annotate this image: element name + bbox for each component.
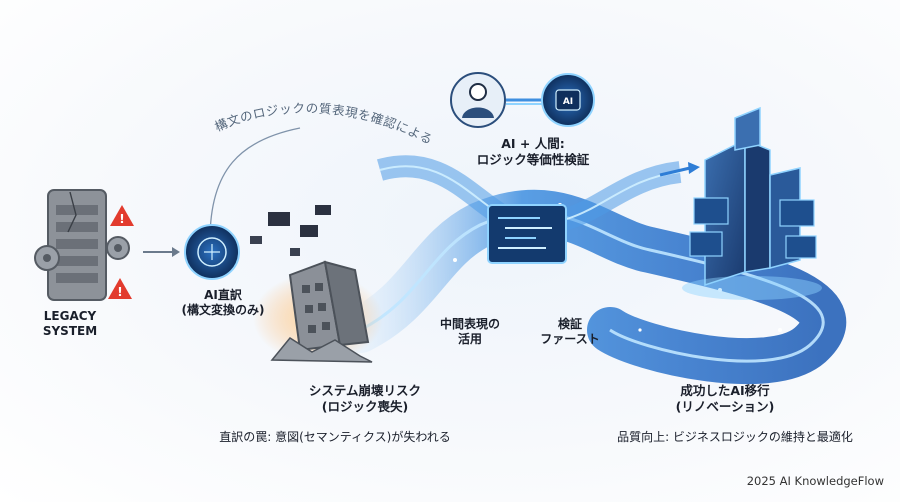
ai-direct-label: AI直訳 (構文変換のみ) xyxy=(158,288,288,319)
system-collapse-label: システム崩壊リスク (ロジック喪失) xyxy=(265,383,465,415)
intermediate-representation-label: 中間表現の 活用 xyxy=(430,317,510,348)
intermediate-line-1: 中間表現の xyxy=(439,317,500,331)
human-icon xyxy=(450,72,506,128)
feedback-curve xyxy=(209,127,301,241)
code-fragments xyxy=(250,205,331,256)
intermediate-line-2: 活用 xyxy=(457,332,482,347)
verify-line-1: AI + 人間: xyxy=(501,136,565,151)
verify-first-line-1: 検証 xyxy=(557,317,582,331)
verification-label: AI + 人間: ロジック等価性検証 xyxy=(448,136,618,168)
collapse-line-1: システム崩壊リスク xyxy=(308,383,422,398)
footer-credit: 2025 AI KnowledgeFlow xyxy=(746,474,884,488)
gear-icon xyxy=(34,236,130,271)
ai-direct-line-1: AI直訳 xyxy=(204,288,242,302)
verify-first-line-2: ファースト xyxy=(540,332,600,347)
ai-direct-line-2: (構文変換のみ) xyxy=(181,303,265,318)
direct-translation-trap-caption: 直訳の罠: 意図(セマンティクス)が失われる xyxy=(219,430,451,444)
verification-first-label: 検証 ファースト xyxy=(525,317,615,348)
futuristic-tower-icon xyxy=(682,106,822,300)
collapsing-building-icon xyxy=(270,260,373,363)
legacy-line-2: SYSTEM xyxy=(42,324,98,339)
svg-text:!: ! xyxy=(117,285,122,299)
svg-text:!: ! xyxy=(119,212,124,226)
success-line-1: 成功したAI移行 xyxy=(680,383,770,398)
brain-chip-icon xyxy=(541,73,595,127)
code-panel-icon xyxy=(487,204,567,264)
collapse-line-2: (ロジック喪失) xyxy=(321,399,409,414)
verify-line-2: ロジック等価性検証 xyxy=(476,152,590,167)
curve-caption: 構文のロジックの質表現を確認による xyxy=(212,100,435,147)
legacy-system-label: LEGACY SYSTEM xyxy=(20,309,120,340)
arrow-right-icon xyxy=(143,247,180,257)
legacy-line-1: LEGACY xyxy=(43,309,97,323)
quality-improvement-caption: 品質向上: ビジネスロジックの維持と最適化 xyxy=(617,430,853,444)
link-beam xyxy=(506,98,544,105)
success-line-2: (リノベーション) xyxy=(675,399,775,414)
brain-chip-icon xyxy=(184,224,240,280)
server-icon xyxy=(47,189,107,301)
successful-migration-label: 成功したAI移行 (リノベーション) xyxy=(640,383,810,415)
warning-icon: ! ! xyxy=(108,205,134,299)
ai-chip-label: AI xyxy=(563,97,573,107)
